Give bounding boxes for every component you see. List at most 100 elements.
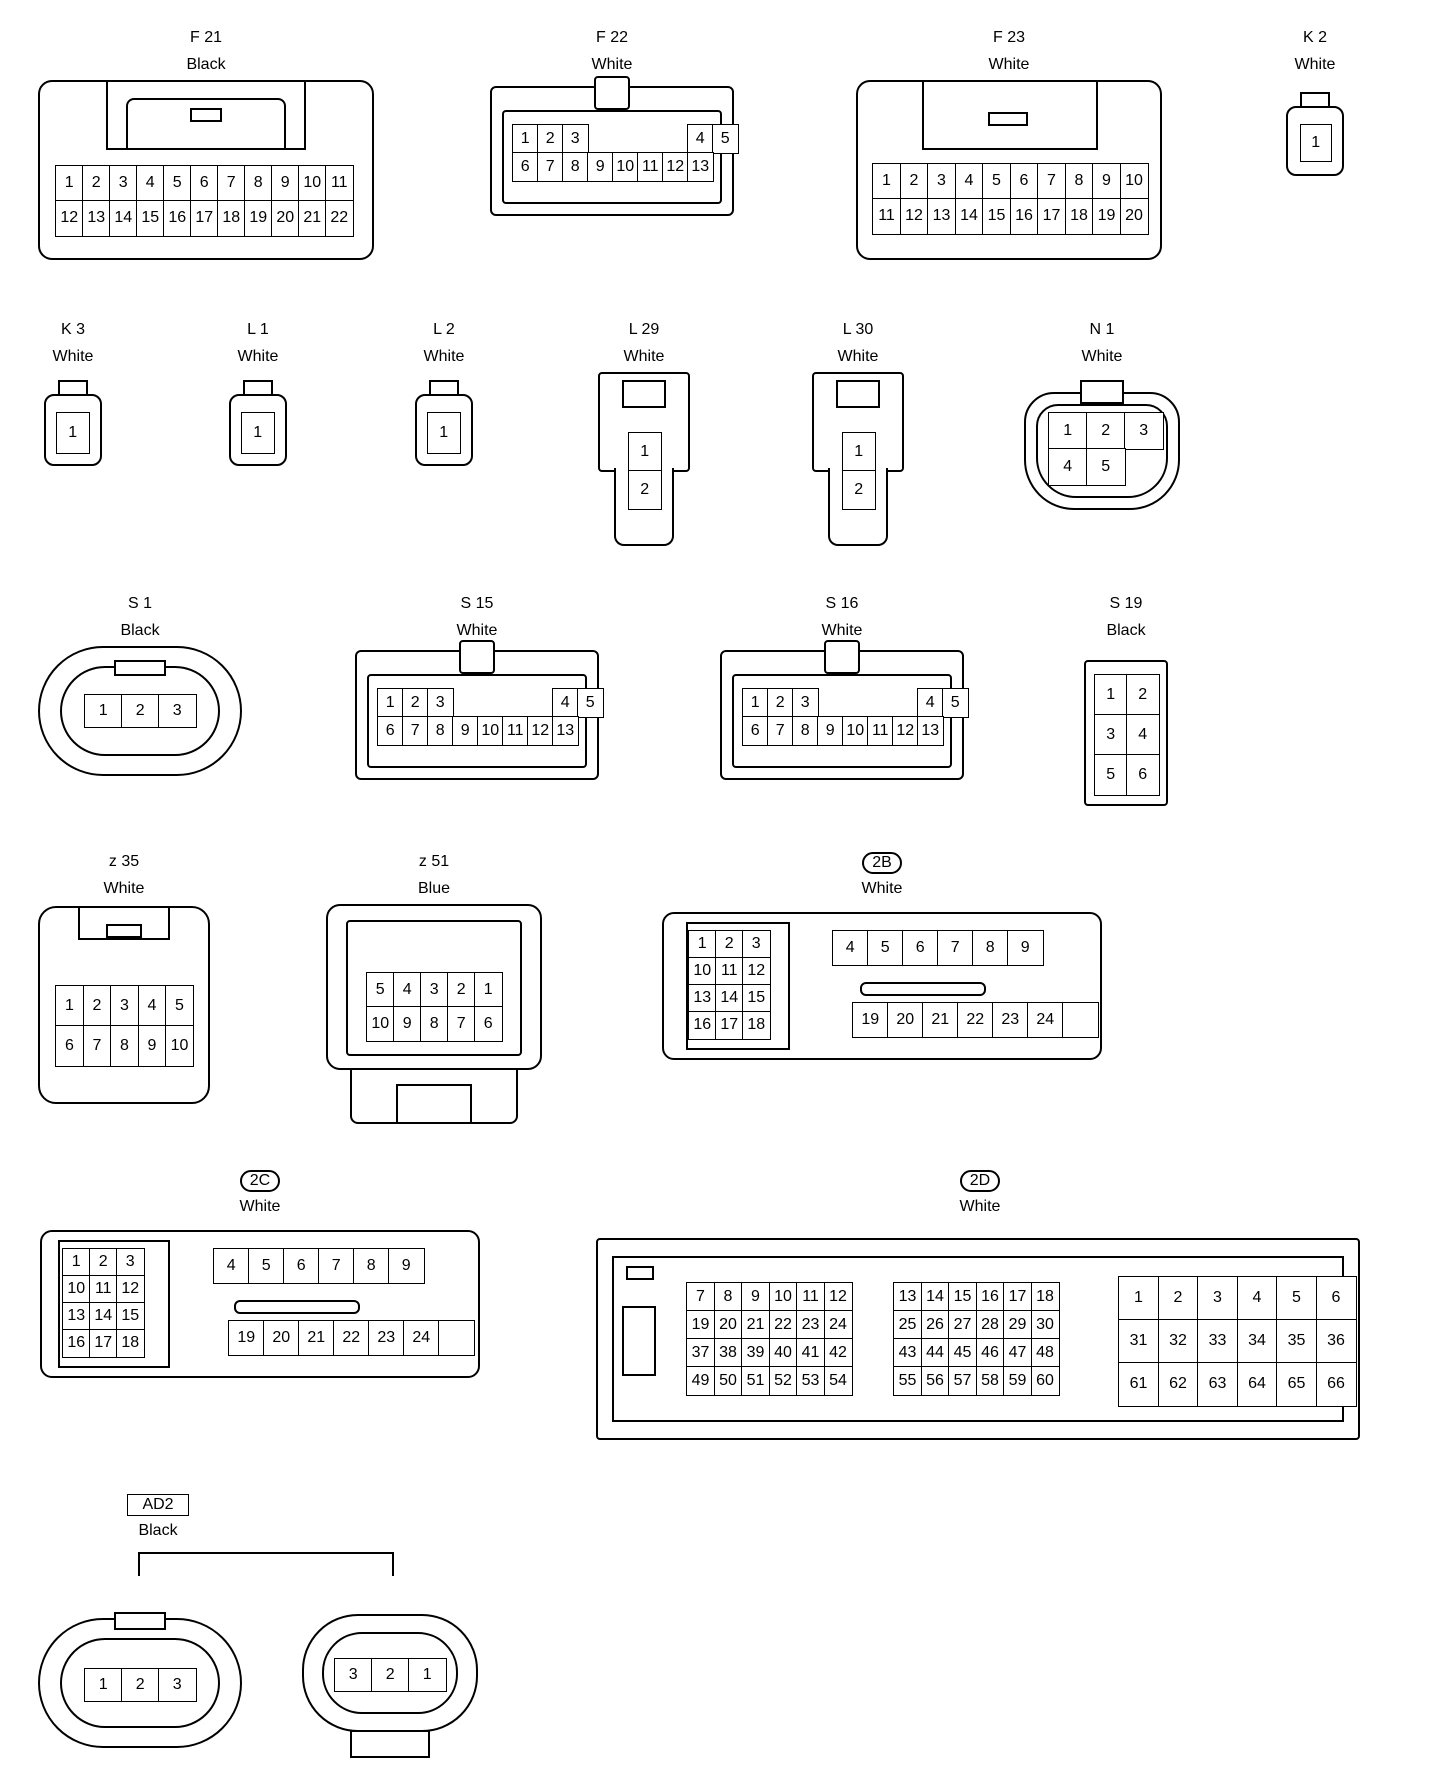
pin-cell: 35 — [1276, 1319, 1317, 1364]
connector-l1: L 1 White 1 — [223, 320, 293, 480]
pin-cell: 46 — [975, 1338, 1005, 1368]
pin-cell: 18 — [116, 1329, 145, 1358]
pin-cell: 14 — [954, 198, 984, 235]
latch-tab — [622, 380, 666, 408]
connector-k3: K 3 White 1 — [38, 320, 108, 480]
connector-code: K 2 — [1302, 29, 1327, 46]
pin-cell: 19 — [1092, 198, 1121, 235]
pin-cell: 9 — [137, 1025, 167, 1067]
pin-cell: 13 — [688, 984, 717, 1013]
pin-cell: 8 — [713, 1282, 743, 1312]
pin-cell: 45 — [948, 1338, 977, 1368]
latch-tab — [243, 380, 273, 396]
pin-cell: 60 — [1030, 1366, 1060, 1396]
pin-cell: 15 — [136, 200, 165, 237]
connector-color: White — [591, 56, 633, 73]
pin-cell: 9 — [271, 165, 300, 202]
side-slot — [622, 1306, 656, 1376]
connector-inner-frame — [58, 1240, 170, 1368]
pin-cell: 6 — [55, 1025, 84, 1067]
pin-cell: 48 — [1030, 1338, 1060, 1368]
pin-cell: 8 — [420, 1006, 449, 1042]
pin-cell: 18 — [217, 200, 246, 237]
pin-cell: 8 — [562, 152, 589, 182]
pin-cell: 12 — [662, 152, 689, 182]
pin-cell: 3 — [927, 163, 956, 200]
connector-code: z 35 — [108, 853, 140, 870]
pin-cell: 5 — [163, 165, 192, 202]
pin-cell: 8 — [353, 1248, 390, 1284]
pin-cell: 2 — [628, 470, 662, 510]
pin-spacer — [713, 153, 738, 181]
pin-cell: 10 — [1119, 163, 1149, 200]
pin-cell: 4 — [393, 972, 422, 1008]
pin-cell: 11 — [715, 957, 744, 986]
connector-latch — [78, 906, 170, 940]
connector-color: White — [837, 348, 879, 365]
connector-code-oval: 2C — [38, 1170, 482, 1192]
pin-cell: 6 — [1126, 754, 1160, 796]
pin-cell: 1 — [62, 1248, 91, 1277]
pin-cell: 30 — [1030, 1310, 1060, 1340]
pin-cell: 1 — [56, 412, 90, 454]
pin-cell: 16 — [1009, 198, 1039, 235]
connector-color: White — [623, 348, 665, 365]
pin-cell: 11 — [796, 1282, 825, 1312]
pin-cell: 21 — [298, 200, 327, 237]
pin-cell: 52 — [768, 1366, 798, 1396]
pin-cell: 14 — [109, 200, 138, 237]
pin-cell: 7 — [447, 1006, 476, 1042]
connector-latch — [922, 80, 1098, 150]
pin-cell: 59 — [1003, 1366, 1032, 1396]
pin-cell: 8 — [972, 930, 1009, 966]
pin-cell: 32 — [1157, 1319, 1199, 1364]
pin-cell: 5 — [248, 1248, 285, 1284]
pin-cell: 7 — [937, 930, 974, 966]
pin-cell: 8 — [110, 1025, 139, 1067]
pin-cell: 26 — [920, 1310, 950, 1340]
pin-cell: 1 — [872, 163, 901, 200]
pin-cell: 62 — [1157, 1362, 1199, 1407]
separator-bar — [860, 982, 986, 996]
bottom-lock — [350, 1730, 430, 1758]
pin-cell: 6 — [190, 165, 219, 202]
connector-color: White — [821, 622, 863, 639]
latch-tab — [114, 660, 166, 676]
pin-cell: 10 — [842, 716, 869, 746]
pin-gap — [438, 1320, 475, 1356]
connector-code: F 22 — [595, 29, 628, 46]
pin-cell: 43 — [893, 1338, 922, 1368]
pin-cell: 2 — [767, 688, 794, 718]
pin-cell: 55 — [893, 1366, 922, 1396]
latch-tab — [58, 380, 88, 396]
pin-cell: 1 — [55, 985, 84, 1027]
pin-cell: 5 — [1094, 754, 1128, 796]
pin-cell: 4 — [136, 165, 165, 202]
pin-cell: 9 — [1092, 163, 1121, 200]
connector-inner-frame — [367, 674, 587, 768]
pin-cell: 5 — [1276, 1276, 1317, 1321]
pin-cell: 17 — [1037, 198, 1066, 235]
pin-cell: 15 — [116, 1302, 145, 1331]
connector-color: White — [237, 348, 279, 365]
pin-cell: 13 — [893, 1282, 922, 1312]
connector-color: Black — [138, 1522, 178, 1539]
pin-cell: 65 — [1276, 1362, 1317, 1407]
pin-cell: 6 — [474, 1006, 503, 1042]
latch-tab — [106, 924, 142, 938]
pin-cell: 39 — [741, 1338, 770, 1368]
pin-cell: 7 — [318, 1248, 355, 1284]
pin-cell: 5 — [1086, 448, 1126, 486]
pin-cell: 9 — [741, 1282, 770, 1312]
connector-latch-inner — [126, 98, 286, 150]
pin-cell: 23 — [992, 1002, 1029, 1038]
pin-cell: 54 — [823, 1366, 853, 1396]
